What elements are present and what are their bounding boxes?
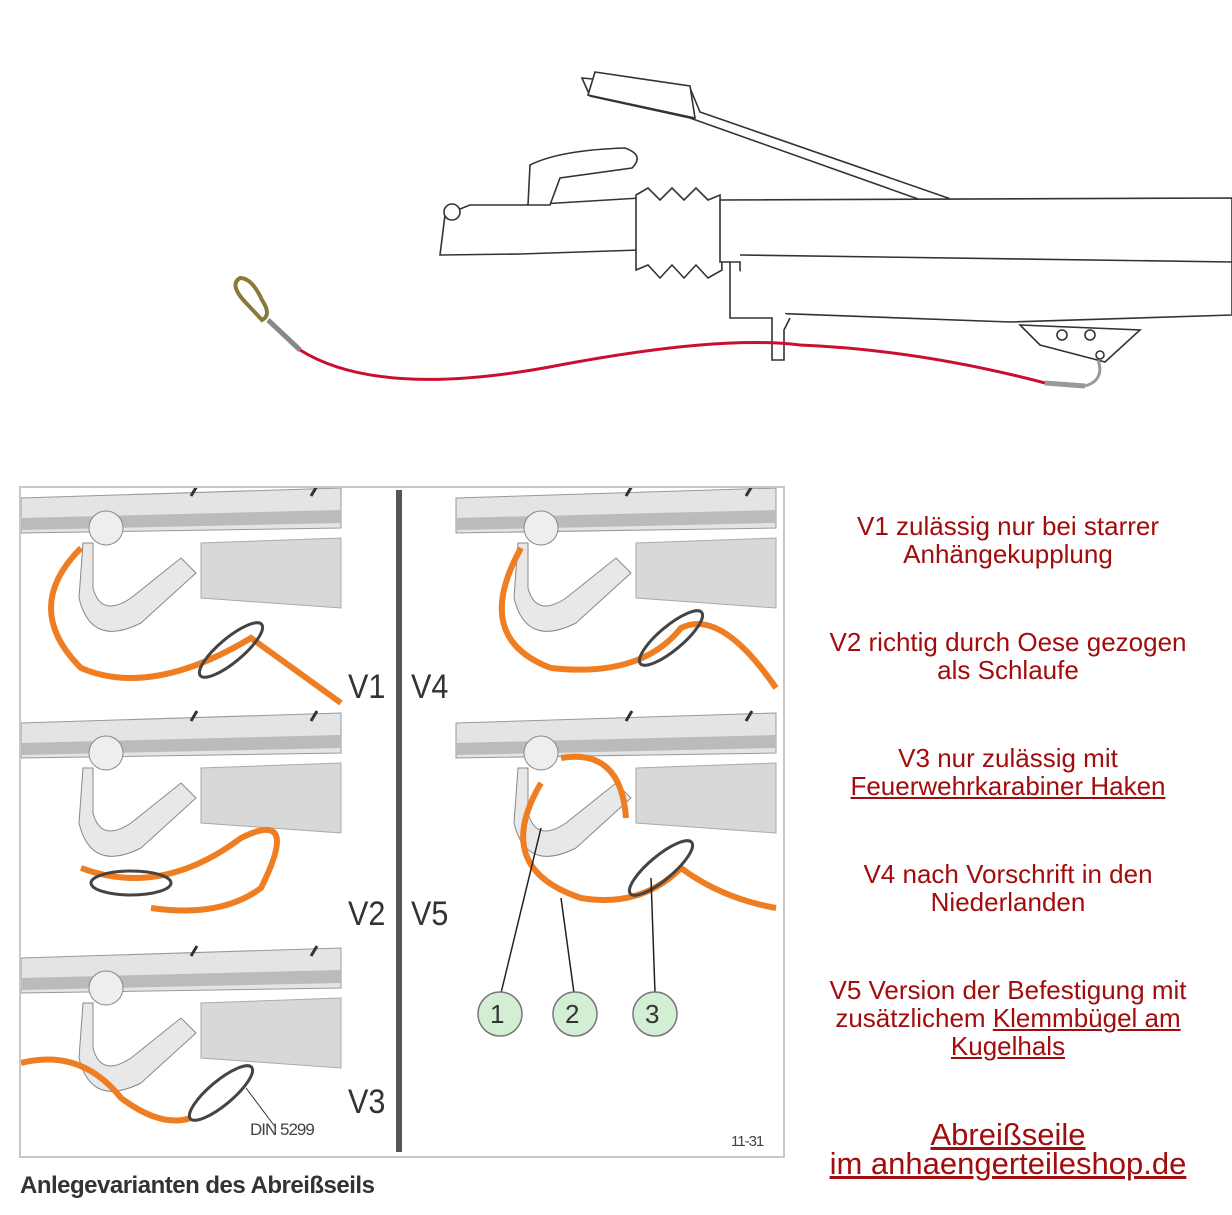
abreissseile-link[interactable]: Abreißseile — [930, 1117, 1086, 1152]
note-v5: V5 Version der Befestigung mit zusätzlic… — [800, 976, 1216, 1060]
note-v2-line1: V2 richtig durch Oese gezogen — [829, 627, 1187, 657]
callout-2 — [552, 991, 598, 1037]
note-v5-prefix: zusätzlichem — [835, 1003, 993, 1033]
panel-v4 — [454, 488, 779, 690]
shop-link[interactable]: im anhaengerteileshop.de — [829, 1146, 1187, 1181]
din-label: DIN 5299 — [250, 1120, 315, 1139]
shop-links: Abreißseile im anhaengerteileshop.de — [800, 1117, 1216, 1181]
panel-divider — [396, 490, 402, 1152]
trailer-coupling-illustration — [233, 71, 1232, 389]
note-v4-line1: V4 nach Vorschrift in den — [863, 859, 1153, 889]
figure-caption: Anlegevarianten des Abreißseils — [20, 1172, 375, 1199]
note-v5-line1: V5 Version der Befestigung mit — [829, 975, 1187, 1005]
note-v1-line2: Anhängekupplung — [903, 539, 1113, 569]
feuerwehrkarabiner-link[interactable]: Feuerwehrkarabiner Haken — [850, 771, 1166, 801]
panel-v3 — [21, 944, 343, 1129]
label-v5: V5 — [411, 895, 449, 933]
note-v2: V2 richtig durch Oese gezogen als Schlau… — [800, 628, 1216, 684]
callout-3-label: 3 — [645, 999, 660, 1029]
callout-circles — [477, 991, 678, 1037]
panel-v5 — [454, 709, 778, 994]
label-v3: V3 — [348, 1083, 386, 1121]
callout-1-label: 1 — [490, 999, 505, 1029]
panel-v1 — [21, 488, 343, 706]
note-v3-line1: V3 nur zulässig mit — [898, 743, 1118, 773]
panel-v2 — [21, 709, 343, 914]
klemmbuegel-link[interactable]: Klemmbügel am — [992, 1003, 1181, 1033]
callout-2-label: 2 — [565, 999, 580, 1029]
callout-1 — [477, 991, 523, 1037]
note-v1-line1: V1 zulässig nur bei starrer — [856, 511, 1160, 541]
note-v2-line2: als Schlaufe — [937, 655, 1079, 685]
note-v4: V4 nach Vorschrift in den Niederlanden — [800, 860, 1216, 916]
label-v2: V2 — [348, 895, 386, 933]
label-v1: V1 — [348, 668, 386, 706]
note-v1: V1 zulässig nur bei starrer Anhängekuppl… — [800, 512, 1216, 568]
variant-panels — [21, 488, 779, 1152]
label-v4: V4 — [411, 668, 449, 706]
note-v3: V3 nur zulässig mit Feuerwehrkarabiner H… — [800, 744, 1216, 800]
note-v4-line2: Niederlanden — [930, 887, 1086, 917]
figure-code: 11-31 — [731, 1133, 764, 1150]
attachment-variants-figure: V1 V4 V2 V5 V3 DIN 5299 11-31 1 2 3 — [19, 486, 785, 1158]
callout-3 — [632, 991, 678, 1037]
kugelhals-link[interactable]: Kugelhals — [950, 1031, 1066, 1061]
